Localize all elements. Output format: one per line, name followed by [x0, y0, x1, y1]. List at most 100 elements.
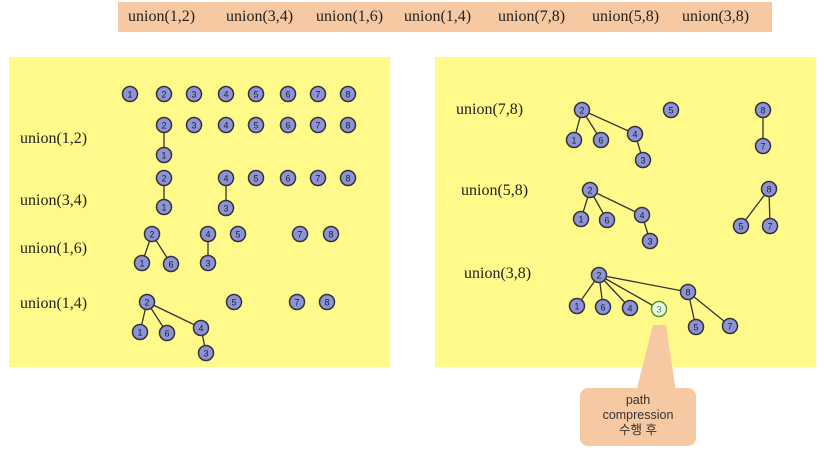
union-steps-panel-continued: [435, 57, 816, 367]
svg-text:8: 8: [766, 185, 771, 195]
tree-node: 6: [279, 169, 297, 187]
svg-text:6: 6: [285, 90, 290, 100]
tree-node: 8: [754, 101, 772, 119]
tree-node: 6: [279, 116, 297, 134]
operation-label: union(1,2): [128, 8, 196, 25]
svg-text:4: 4: [223, 121, 228, 131]
tree-node: 6: [598, 211, 616, 229]
svg-text:4: 4: [639, 211, 644, 221]
svg-text:4: 4: [205, 230, 210, 240]
svg-text:7: 7: [315, 90, 320, 100]
tree-node: 1: [155, 146, 173, 164]
svg-text:4: 4: [632, 130, 637, 140]
step-label: union(1,4): [20, 295, 88, 312]
svg-text:8: 8: [345, 90, 350, 100]
operation-label: union(7,8): [498, 8, 566, 25]
tree-edge: [687, 291, 731, 327]
tree-node: 4: [217, 116, 235, 134]
tree-node: 3: [185, 85, 203, 103]
tree-node: 2: [138, 293, 156, 311]
svg-text:5: 5: [738, 222, 743, 232]
svg-text:2: 2: [161, 174, 166, 184]
tree-node: 8: [339, 116, 357, 134]
svg-text:3: 3: [640, 156, 645, 166]
svg-text:5: 5: [668, 106, 673, 116]
tree-node: 4: [217, 85, 235, 103]
svg-text:1: 1: [578, 215, 583, 225]
svg-text:5: 5: [253, 121, 258, 131]
tree-node: 8: [318, 293, 336, 311]
tree-node: 7: [754, 137, 772, 155]
tree-node: 2: [590, 266, 608, 284]
svg-text:4: 4: [627, 304, 632, 314]
step-label: union(5,8): [461, 182, 529, 199]
svg-text:6: 6: [600, 303, 605, 313]
svg-text:3: 3: [191, 90, 196, 100]
tree-node: 6: [158, 324, 176, 342]
tree-node: 7: [309, 85, 327, 103]
svg-text:4: 4: [198, 324, 203, 334]
svg-text:2: 2: [144, 298, 149, 308]
step-label: union(3,8): [464, 265, 532, 282]
svg-text:8: 8: [324, 298, 329, 308]
tree-node: 3: [650, 300, 668, 318]
operation-label: union(3,8): [682, 8, 750, 25]
tree-node: 5: [247, 169, 265, 187]
svg-text:6: 6: [168, 260, 173, 270]
tree-edge: [589, 189, 643, 216]
tree-node: 5: [247, 116, 265, 134]
tree-node: 8: [679, 283, 697, 301]
tree-node: 5: [732, 217, 750, 235]
svg-text:3: 3: [647, 237, 652, 247]
tree-node: 1: [565, 131, 583, 149]
svg-text:1: 1: [571, 136, 576, 146]
tree-node: 3: [199, 254, 217, 272]
svg-text:3: 3: [191, 121, 196, 131]
operation-label: union(1,4): [404, 8, 472, 25]
tree-node: 5: [687, 318, 705, 336]
step-label: union(3,4): [20, 192, 88, 209]
svg-text:1: 1: [137, 328, 142, 338]
svg-text:4: 4: [223, 174, 228, 184]
svg-text:1: 1: [139, 259, 144, 269]
svg-text:7: 7: [760, 142, 765, 152]
tree-node: 5: [247, 85, 265, 103]
svg-text:3: 3: [656, 305, 661, 315]
step-label: union(1,2): [20, 130, 88, 147]
tree-node: 1: [131, 323, 149, 341]
tree-node: 5: [225, 293, 243, 311]
tree-node: 4: [217, 169, 235, 187]
callout-line: compression: [602, 408, 674, 422]
tree-node: 8: [339, 169, 357, 187]
svg-text:7: 7: [294, 298, 299, 308]
tree-node: 5: [662, 101, 680, 119]
tree-node: 5: [229, 225, 247, 243]
tree-node: 7: [309, 169, 327, 187]
tree-node: 7: [761, 217, 779, 235]
tree-node: 6: [162, 255, 180, 273]
tree-node: 3: [197, 344, 215, 362]
tree-node: 4: [633, 206, 651, 224]
tree-node: 6: [594, 298, 612, 316]
svg-text:8: 8: [760, 106, 765, 116]
tree-edge: [598, 274, 660, 310]
svg-text:1: 1: [574, 302, 579, 312]
tree-node: 7: [291, 225, 309, 243]
tree-edge: [581, 109, 636, 135]
callout-line: path: [625, 393, 651, 407]
tree-node: 6: [592, 131, 610, 149]
svg-text:1: 1: [127, 90, 132, 100]
tree-node: 2: [581, 181, 599, 199]
tree-node: 2: [573, 101, 591, 119]
svg-text:2: 2: [161, 90, 166, 100]
tree-node: 1: [572, 210, 590, 228]
tree-edge: [598, 274, 689, 293]
svg-text:6: 6: [598, 136, 603, 146]
union-steps-panel: [9, 57, 390, 367]
tree-node: 2: [155, 85, 173, 103]
svg-text:2: 2: [596, 271, 601, 281]
tree-node: 7: [309, 116, 327, 134]
operations-bar: union(1,2) union(3,4) union(1,6) union(1…: [118, 2, 772, 32]
tree-node: 1: [568, 297, 586, 315]
